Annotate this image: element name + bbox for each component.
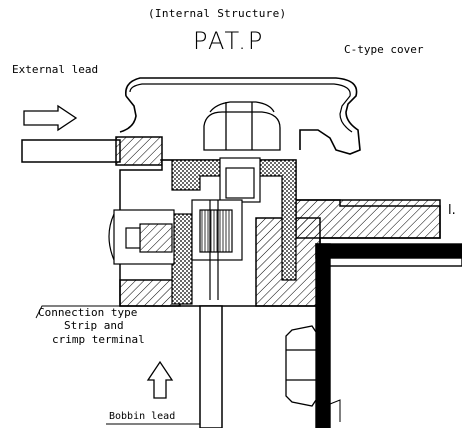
- label-strip-and: Strip and: [64, 319, 124, 332]
- bobbin-lead-arrow: [146, 360, 174, 399]
- label-crimp-terminal: crimp terminal: [52, 333, 145, 346]
- diagram-title: (Internal Structure): [148, 7, 287, 20]
- top-cap: [203, 101, 281, 151]
- terminal-block: [191, 157, 261, 300]
- mounting-bracket: [315, 243, 462, 428]
- c-type-cover: [119, 77, 361, 155]
- label-connection-type: Connection type: [38, 306, 138, 319]
- label-c-type-cover: C-type cover: [344, 43, 424, 56]
- edge-text-fragment: l.: [448, 203, 456, 218]
- side-connector: [108, 209, 175, 265]
- external-lead-arrow: [23, 104, 78, 132]
- label-bobbin-lead: Bobbin lead: [109, 411, 176, 422]
- external-lead-wire: [21, 139, 121, 163]
- label-external-lead: External lead: [12, 63, 99, 76]
- hex-nut: [285, 325, 317, 407]
- bobbin-lead-wire: [199, 305, 223, 428]
- patent-mark: PAT.P: [193, 27, 265, 55]
